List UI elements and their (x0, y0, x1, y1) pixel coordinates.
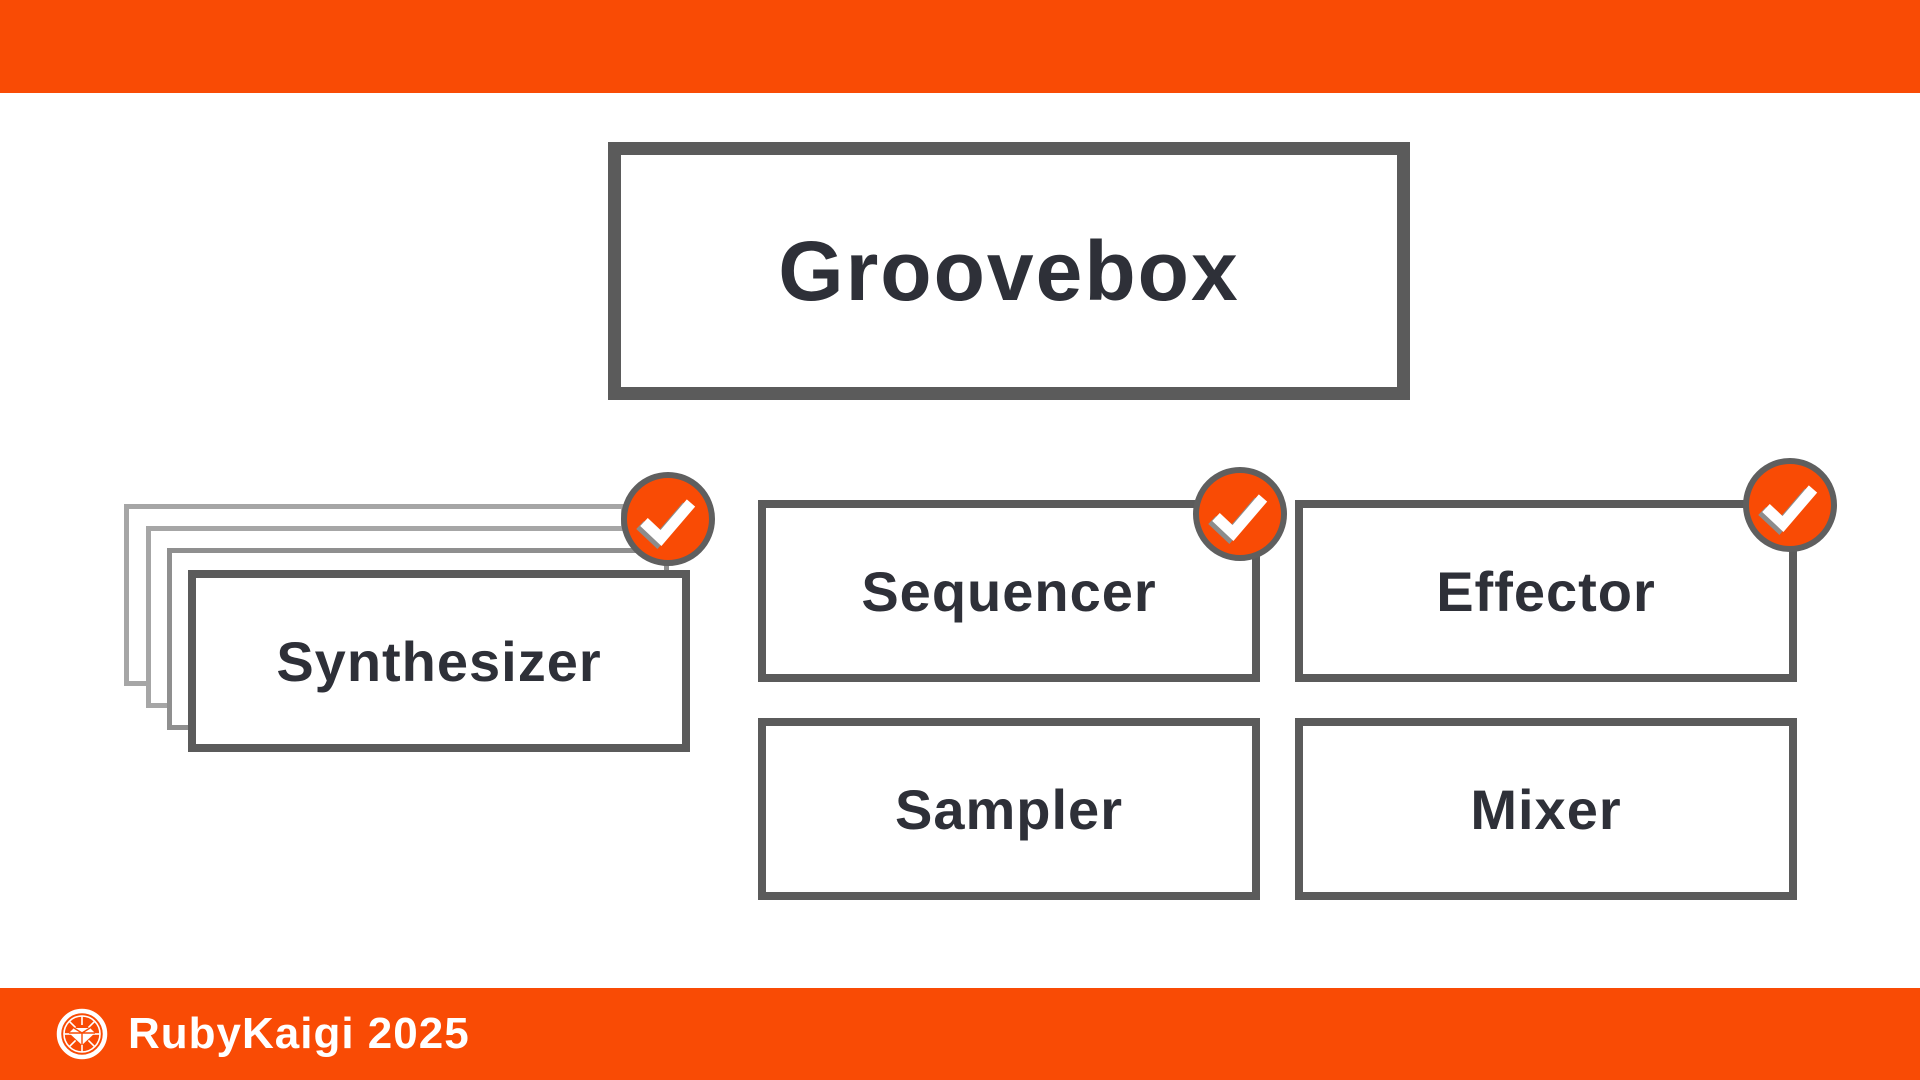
synthesizer-check-badge (620, 471, 716, 567)
mixer-label: Mixer (1470, 777, 1622, 841)
footer-brand-text: RubyKaigi 2025 (128, 1009, 470, 1058)
sampler-label: Sampler (895, 777, 1123, 841)
groovebox-label: Groovebox (778, 223, 1240, 318)
footer-bar: RubyKaigi 2025 (0, 988, 1920, 1080)
node-sampler: Sampler (758, 718, 1260, 900)
node-groovebox: Groovebox (608, 142, 1410, 400)
synthesizer-label: Synthesizer (276, 629, 602, 693)
effector-label: Effector (1436, 559, 1656, 623)
check-icon (1193, 467, 1287, 561)
check-icon (1743, 458, 1837, 552)
top-accent-bar (0, 0, 1920, 93)
node-synthesizer: Synthesizer (188, 570, 690, 752)
rubykaigi-gem-logo-icon (56, 1008, 108, 1060)
sequencer-label: Sequencer (861, 559, 1157, 623)
brand: RubyKaigi 2025 (56, 1008, 470, 1060)
node-effector: Effector (1295, 500, 1797, 682)
node-mixer: Mixer (1295, 718, 1797, 900)
effector-check-badge (1742, 457, 1838, 553)
node-sequencer: Sequencer (758, 500, 1260, 682)
sequencer-check-badge (1192, 466, 1288, 562)
check-icon (621, 472, 715, 566)
